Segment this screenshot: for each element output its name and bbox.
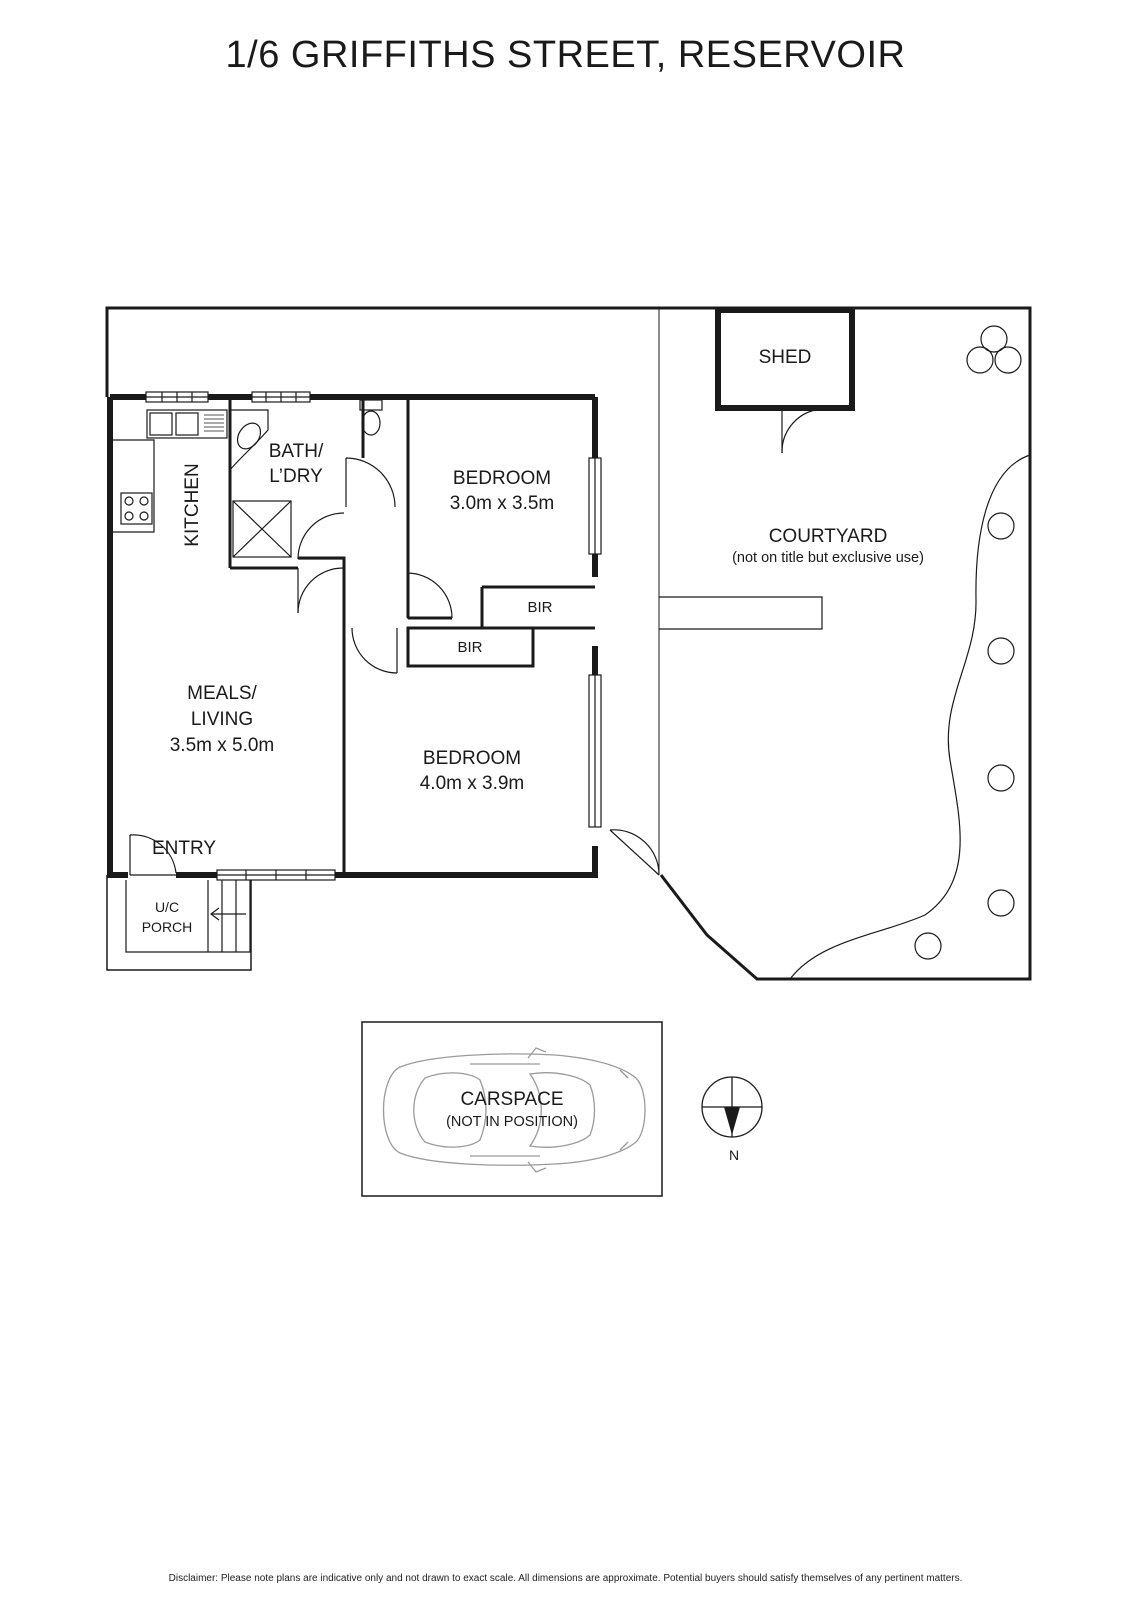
bedroom1-name: BEDROOM bbox=[453, 468, 551, 489]
disclaimer-text: Disclaimer: Please note plans are indica… bbox=[168, 1573, 963, 1584]
car-outline bbox=[382, 1047, 646, 1173]
courtyard-label: COURTYARD bbox=[769, 526, 888, 547]
carspace-note: (NOT IN POSITION) bbox=[446, 1114, 578, 1130]
shed-label: SHED bbox=[759, 347, 812, 368]
doors bbox=[129, 409, 816, 876]
plan-title: 1/6 GRIFFITHS STREET, RESERVOIR bbox=[225, 34, 906, 76]
bedroom1-size: 3.0m x 3.5m bbox=[450, 493, 555, 514]
courtyard-path bbox=[659, 596, 823, 630]
bir1-label: BIR bbox=[527, 599, 552, 616]
site-boundary bbox=[105, 306, 1032, 981]
carspace-box bbox=[361, 1021, 663, 1197]
entry-label: ENTRY bbox=[152, 838, 216, 859]
room-labels: SHED BATH/ L’DRY KITCHEN BEDROOM 3.0m x … bbox=[142, 347, 924, 1163]
meals-size: 3.5m x 5.0m bbox=[170, 735, 275, 756]
meals-label-line2: LIVING bbox=[191, 709, 253, 730]
porch-label-line1: U/C bbox=[155, 899, 179, 915]
bir2-label: BIR bbox=[457, 639, 482, 656]
bath-fixtures bbox=[110, 399, 383, 558]
windows bbox=[145, 391, 602, 881]
bedroom2-size: 4.0m x 3.9m bbox=[420, 773, 525, 794]
garden-bed-edge bbox=[789, 454, 1031, 980]
compass-icon bbox=[701, 1076, 763, 1138]
bedroom2-name: BEDROOM bbox=[423, 748, 521, 769]
courtyard-note: (not on title but exclusive use) bbox=[732, 550, 924, 566]
shed-walls bbox=[715, 307, 855, 411]
bath-label-line2: L’DRY bbox=[269, 466, 323, 487]
bath-label-line1: BATH/ bbox=[269, 441, 324, 462]
carspace-label: CARSPACE bbox=[460, 1089, 563, 1110]
shrubs bbox=[914, 325, 1022, 960]
kitchen-label: KITCHEN bbox=[182, 463, 203, 546]
meals-label-line1: MEALS/ bbox=[187, 683, 257, 704]
porch-label-line2: PORCH bbox=[142, 919, 193, 935]
porch-steps bbox=[106, 875, 252, 971]
compass-label: N bbox=[729, 1147, 739, 1163]
